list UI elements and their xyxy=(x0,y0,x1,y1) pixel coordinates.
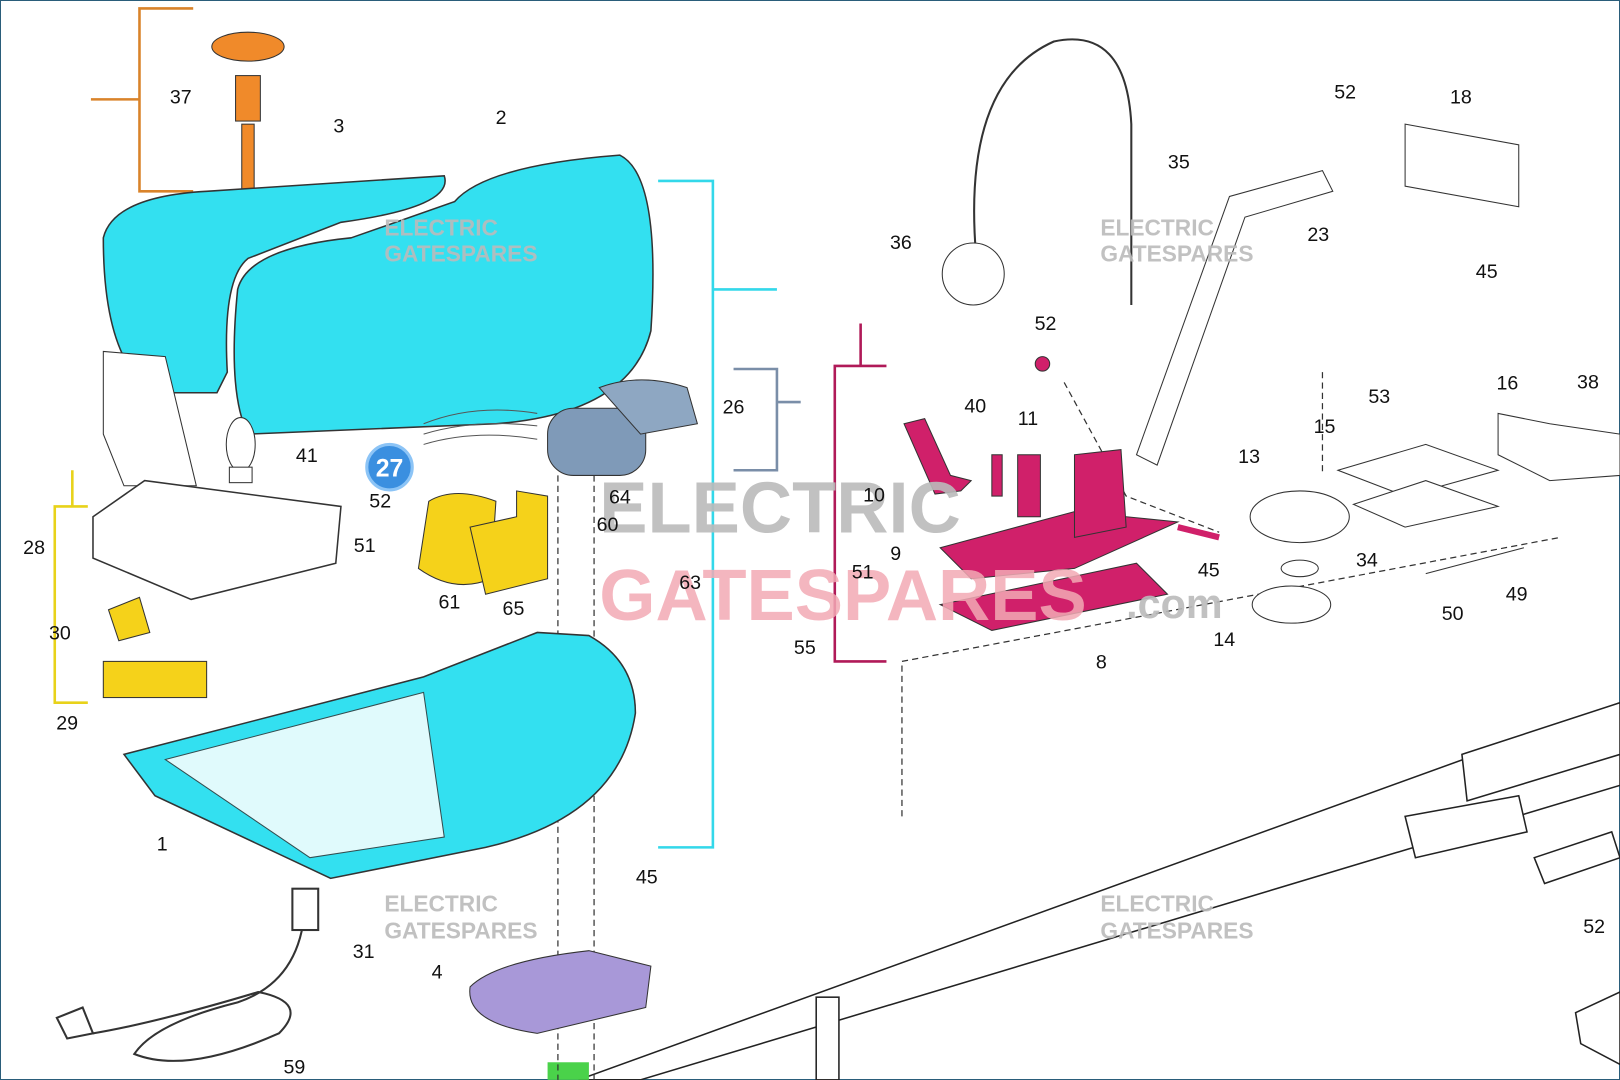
part-label[interactable]: 51 xyxy=(354,535,376,557)
part-label[interactable]: 14 xyxy=(1213,629,1235,651)
part-label[interactable]: 28 xyxy=(23,537,45,559)
svg-text:27: 27 xyxy=(376,455,404,482)
part-41-lamp xyxy=(225,417,256,484)
part-label[interactable]: 9 xyxy=(890,543,901,565)
svg-text:GATESPARES: GATESPARES xyxy=(384,241,537,267)
part-label[interactable]: 41 xyxy=(296,445,318,467)
part-label[interactable]: 50 xyxy=(1442,603,1464,625)
part-label[interactable]: 37 xyxy=(170,86,192,108)
part-label[interactable]: 63 xyxy=(679,572,701,594)
rail-green-part xyxy=(547,1062,589,1080)
part-label[interactable]: 35 xyxy=(1168,152,1190,174)
part-label[interactable]: 55 xyxy=(794,637,816,659)
part-label[interactable]: 36 xyxy=(890,232,912,254)
part-label[interactable]: 38 xyxy=(1577,372,1599,394)
group-brackets xyxy=(53,7,887,849)
part-label[interactable]: 52 xyxy=(1583,916,1605,938)
part-label[interactable]: 18 xyxy=(1450,86,1472,108)
part-label[interactable]: 23 xyxy=(1307,224,1329,246)
part-60-gearbox xyxy=(417,490,549,595)
part-37-cap xyxy=(211,31,285,208)
part-label[interactable]: 45 xyxy=(636,867,658,889)
part-label[interactable]: 26 xyxy=(723,396,745,418)
part-35-wire xyxy=(941,38,1133,306)
part-label[interactable]: 15 xyxy=(1314,416,1336,438)
part-4-plate xyxy=(469,950,652,1034)
part-label[interactable]: 2 xyxy=(496,107,507,129)
part-label[interactable]: 60 xyxy=(597,514,619,536)
part-label[interactable]: 40 xyxy=(964,395,986,417)
part-label[interactable]: 49 xyxy=(1506,583,1528,605)
part-label[interactable]: 52 xyxy=(1334,81,1356,103)
part-label[interactable]: 65 xyxy=(503,598,525,620)
part-label[interactable]: 34 xyxy=(1356,549,1378,571)
part-26-motor xyxy=(423,379,699,476)
svg-text:ELECTRIC: ELECTRIC xyxy=(599,468,961,548)
part-label[interactable]: 31 xyxy=(353,941,375,963)
part-label[interactable]: 59 xyxy=(284,1057,306,1079)
part-59-cable xyxy=(55,887,320,1062)
part-label[interactable]: 52 xyxy=(369,490,391,512)
svg-text:ELECTRIC: ELECTRIC xyxy=(1100,890,1214,916)
part-label[interactable]: 29 xyxy=(56,713,78,735)
part-label[interactable]: 45 xyxy=(1198,560,1220,582)
part-label[interactable]: 45 xyxy=(1476,261,1498,283)
part-label[interactable]: 10 xyxy=(863,484,885,506)
part-label[interactable]: 11 xyxy=(1018,408,1038,430)
part-label[interactable]: 64 xyxy=(609,486,631,508)
svg-text:ELECTRIC: ELECTRIC xyxy=(1100,215,1214,241)
svg-text:ELECTRIC: ELECTRIC xyxy=(384,215,498,241)
part-label[interactable]: 3 xyxy=(333,115,344,137)
part-label[interactable]: 53 xyxy=(1368,386,1390,408)
svg-text:GATESPARES: GATESPARES xyxy=(599,556,1087,636)
svg-text:GATESPARES: GATESPARES xyxy=(384,917,537,943)
part-label[interactable]: 30 xyxy=(49,623,71,645)
part-13-gear xyxy=(1249,412,1620,624)
part-29-terminal-block xyxy=(102,596,208,699)
rail xyxy=(578,701,1620,1080)
part-label[interactable]: 16 xyxy=(1496,373,1518,395)
part-label[interactable]: 13 xyxy=(1238,446,1260,468)
part-28-control-board xyxy=(92,479,342,601)
part-label[interactable]: 52 xyxy=(1035,313,1057,335)
part-label[interactable]: 4 xyxy=(432,962,443,984)
watermark: ELECTRIC GATESPARES ELECTRIC GATESPARES … xyxy=(384,215,1253,944)
svg-text:GATESPARES: GATESPARES xyxy=(1100,917,1253,943)
base-interior xyxy=(164,691,445,859)
part-9-carriage xyxy=(903,356,1220,631)
svg-text:GATESPARES: GATESPARES xyxy=(1100,241,1253,267)
part-label[interactable]: 61 xyxy=(439,592,461,614)
svg-text:.com: .com xyxy=(1126,581,1222,627)
part-label[interactable]: 8 xyxy=(1096,652,1107,674)
part-label[interactable]: 1 xyxy=(157,833,168,855)
part-23-arm xyxy=(1135,123,1520,466)
svg-text:ELECTRIC: ELECTRIC xyxy=(384,890,498,916)
part-label[interactable]: 51 xyxy=(852,562,874,584)
part-27-badge[interactable]: 27 xyxy=(365,442,414,492)
